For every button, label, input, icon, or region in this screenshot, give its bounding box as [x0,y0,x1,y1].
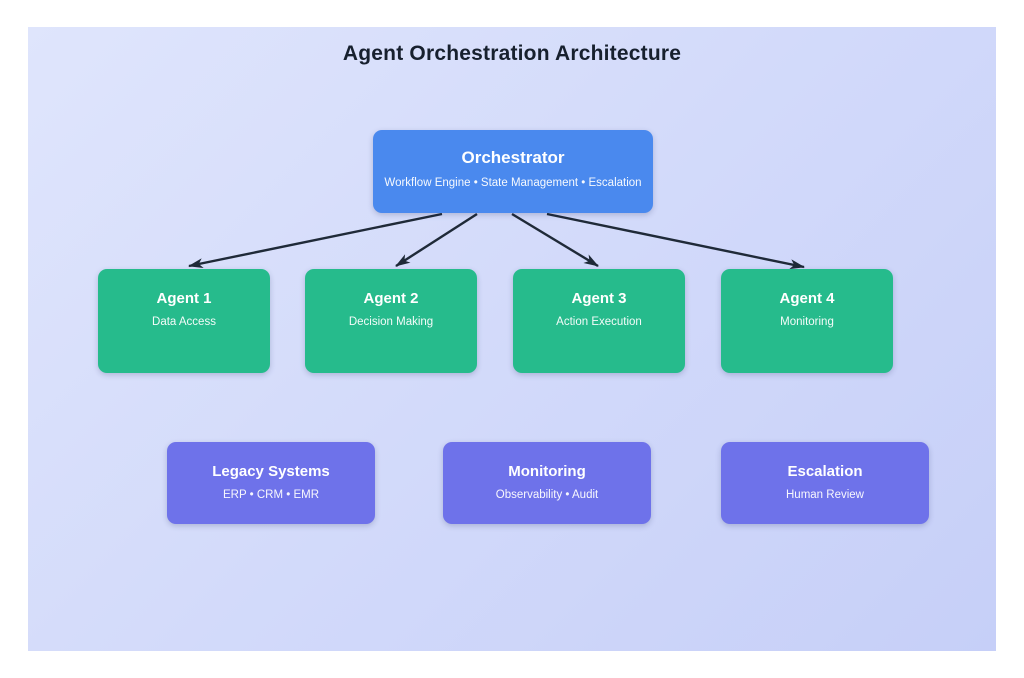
node-subtitle: Action Execution [556,316,642,328]
agent-2-node: Agent 2 Decision Making [305,269,477,373]
escalation-node: Escalation Human Review [721,442,929,524]
orchestrator-node: Orchestrator Workflow Engine • State Man… [373,130,653,213]
node-subtitle: Data Access [152,316,216,328]
node-subtitle: Decision Making [348,316,434,328]
agent-1-node: Agent 1 Data Access [98,269,270,373]
node-title: Escalation [787,463,863,480]
legacy-systems-node: Legacy Systems ERP • CRM • EMR [167,442,375,524]
node-subtitle: Workflow Engine • State Management • Esc… [384,177,642,189]
node-subtitle: Monitoring [780,316,834,328]
node-title: Agent 1 [156,290,212,307]
node-title: Agent 2 [363,290,419,307]
node-subtitle: ERP • CRM • EMR [222,489,319,501]
node-subtitle: Human Review [786,489,864,501]
node-title: Agent 3 [571,290,627,307]
diagram-title: Agent Orchestration Architecture [342,42,682,65]
monitoring-node: Monitoring Observability • Audit [443,442,651,524]
node-subtitle: Observability • Audit [495,489,599,501]
node-title: Orchestrator [461,148,565,167]
agent-4-node: Agent 4 Monitoring [721,269,893,373]
node-title: Agent 4 [779,290,835,307]
agent-3-node: Agent 3 Action Execution [513,269,685,373]
node-title: Monitoring [508,463,586,480]
node-title: Legacy Systems [212,463,330,480]
